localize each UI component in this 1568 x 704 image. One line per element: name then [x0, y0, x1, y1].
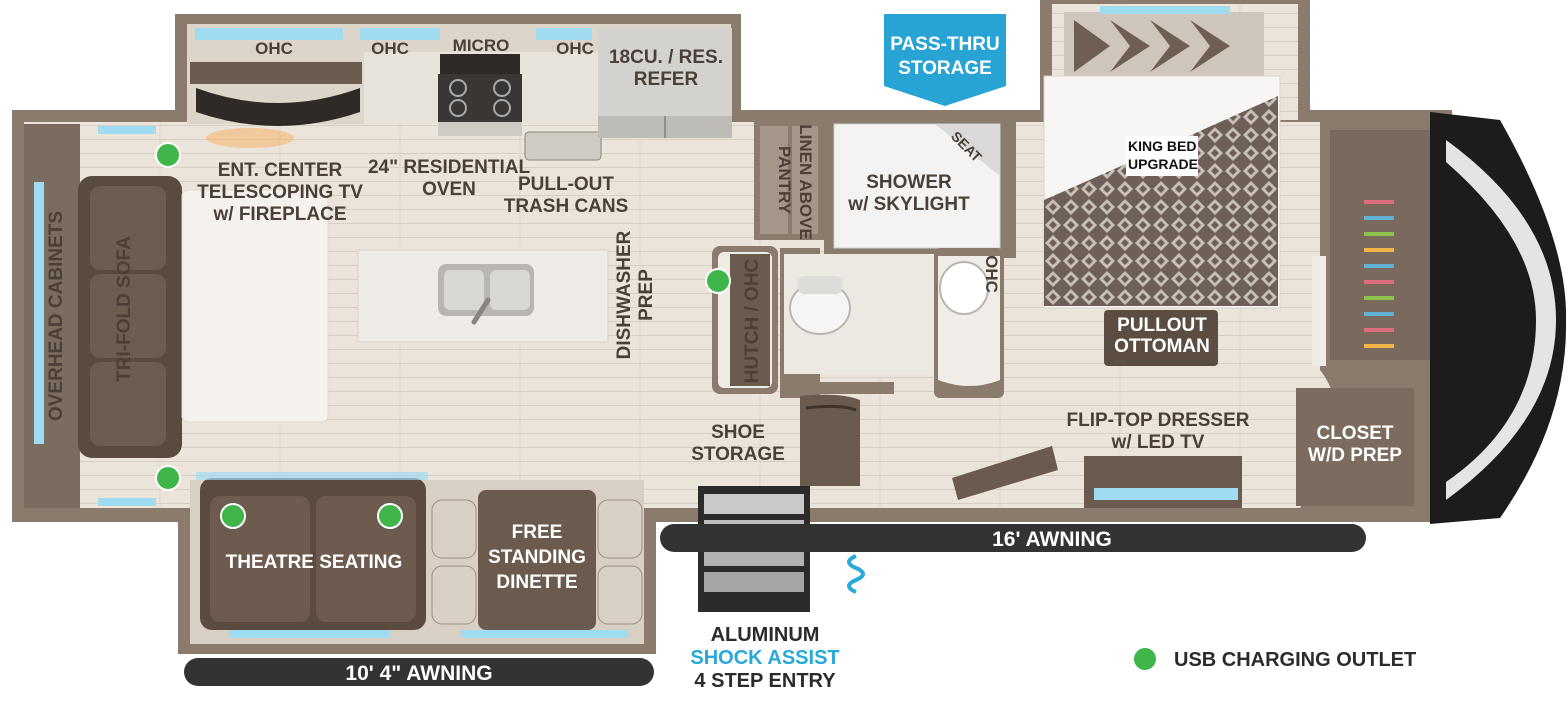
- entertainment-center: [196, 88, 360, 148]
- free-standing-dinette: [431, 490, 643, 638]
- label-shoe-line1: SHOE: [711, 422, 765, 443]
- label-entry-line1: ALUMINUM: [711, 624, 820, 646]
- label-ohc-left: OHC: [255, 39, 293, 58]
- awning-10-bar: [184, 658, 654, 686]
- pullout-ottoman: [1104, 310, 1218, 366]
- label-ohc-right: OHC: [556, 39, 594, 58]
- label-ottoman-line2: OTTOMAN: [1114, 336, 1210, 357]
- label-dinette-line3: DINETTE: [496, 572, 577, 593]
- cooktop: [438, 54, 522, 136]
- label-king-line1: KING BED: [1128, 138, 1196, 154]
- pantry-linen: [754, 120, 824, 240]
- label-shower-line2: w/ SKYLIGHT: [847, 194, 970, 215]
- usb-outlet-icon: [377, 503, 403, 529]
- usb-outlet-icon: [705, 268, 731, 294]
- label-refer-line1: 18CU. / RES.: [609, 47, 723, 68]
- label-awning-16: 16' AWNING: [992, 528, 1112, 551]
- shock-assist-icon: [847, 554, 865, 594]
- label-entry-line2: SHOCK ASSIST: [690, 647, 839, 669]
- usb-legend-icon: [1132, 646, 1158, 672]
- label-dinette-line2: STANDING: [488, 547, 586, 568]
- usb-outlet-icon: [155, 142, 181, 168]
- label-hutch: HUTCH / OHC: [742, 258, 763, 383]
- theatre-seating: [196, 472, 428, 638]
- label-dresser-line2: w/ LED TV: [1111, 432, 1205, 453]
- label-ottoman-line1: PULLOUT: [1117, 315, 1207, 336]
- label-pass-thru-line1: PASS-THRU: [890, 34, 999, 55]
- front-cap: [1430, 112, 1567, 524]
- legend-usb-label: USB CHARGING OUTLET: [1174, 649, 1416, 671]
- label-oven-line2: OVEN: [422, 179, 476, 200]
- label-dinette-line1: FREE: [512, 522, 563, 543]
- label-king-line2: UPGRADE: [1128, 156, 1198, 172]
- label-refer-line2: REFER: [634, 69, 699, 90]
- label-trash-line1: PULL-OUT: [518, 174, 614, 195]
- brand-logo-text: SOLITUDE: [1489, 255, 1518, 389]
- living-rug: [181, 189, 329, 423]
- refrigerator: [598, 28, 732, 138]
- label-pantry: PANTRY: [775, 146, 794, 215]
- label-trash-line2: TRASH CANS: [504, 196, 629, 217]
- label-ent-line2: TELESCOPING TV: [197, 182, 363, 203]
- label-ohc-bath: OHC: [982, 255, 1001, 293]
- label-shower-line1: SHOWER: [866, 172, 952, 193]
- tri-fold-sofa: [78, 176, 182, 458]
- label-shoe-line2: STORAGE: [691, 444, 785, 465]
- hutch: [712, 246, 778, 394]
- label-theatre: THEATRE SEATING: [226, 552, 403, 573]
- label-entry-line3: 4 STEP ENTRY: [694, 670, 836, 692]
- awning-16-bar: [660, 524, 1366, 552]
- bathroom: [780, 118, 1016, 398]
- label-closet-line1: CLOSET: [1316, 423, 1393, 444]
- label-dishwasher-line1: DISHWASHER: [614, 230, 635, 359]
- label-overhead-cabinets: OVERHEAD CABINETS: [46, 211, 67, 421]
- usb-outlets: [155, 142, 731, 529]
- king-bed: [1043, 6, 1281, 309]
- flip-top-dresser: [952, 446, 1242, 508]
- shoe-storage: [780, 382, 894, 486]
- kitchen-sink-top: [524, 131, 602, 161]
- label-ent-line1: ENT. CENTER: [218, 160, 343, 181]
- label-oven-line1: 24" RESIDENTIAL: [368, 157, 530, 178]
- pass-thru-storage-marker: [884, 14, 1006, 106]
- label-closet-line2: W/D PREP: [1308, 445, 1402, 466]
- label-dresser-line1: FLIP-TOP DRESSER: [1067, 410, 1250, 431]
- label-linen: LINEN ABOVE: [796, 124, 815, 240]
- usb-outlet-icon: [155, 465, 181, 491]
- closet-hangers: [1364, 200, 1394, 348]
- overhead-cabinets-area: [24, 124, 156, 508]
- label-sofa: TRI-FOLD SOFA: [114, 236, 135, 382]
- label-ent-line3: w/ FIREPLACE: [212, 204, 346, 225]
- label-dishwasher-line2: PREP: [636, 269, 657, 321]
- kitchen-island: [357, 249, 609, 343]
- label-awning-10: 10' 4" AWNING: [345, 662, 492, 685]
- legend: USB CHARGING OUTLET: [1132, 646, 1416, 672]
- usb-outlet-icon: [220, 503, 246, 529]
- label-ohc-mid: OHC: [371, 39, 409, 58]
- label-pass-thru-line2: STORAGE: [898, 58, 992, 79]
- label-micro: MICRO: [453, 36, 510, 55]
